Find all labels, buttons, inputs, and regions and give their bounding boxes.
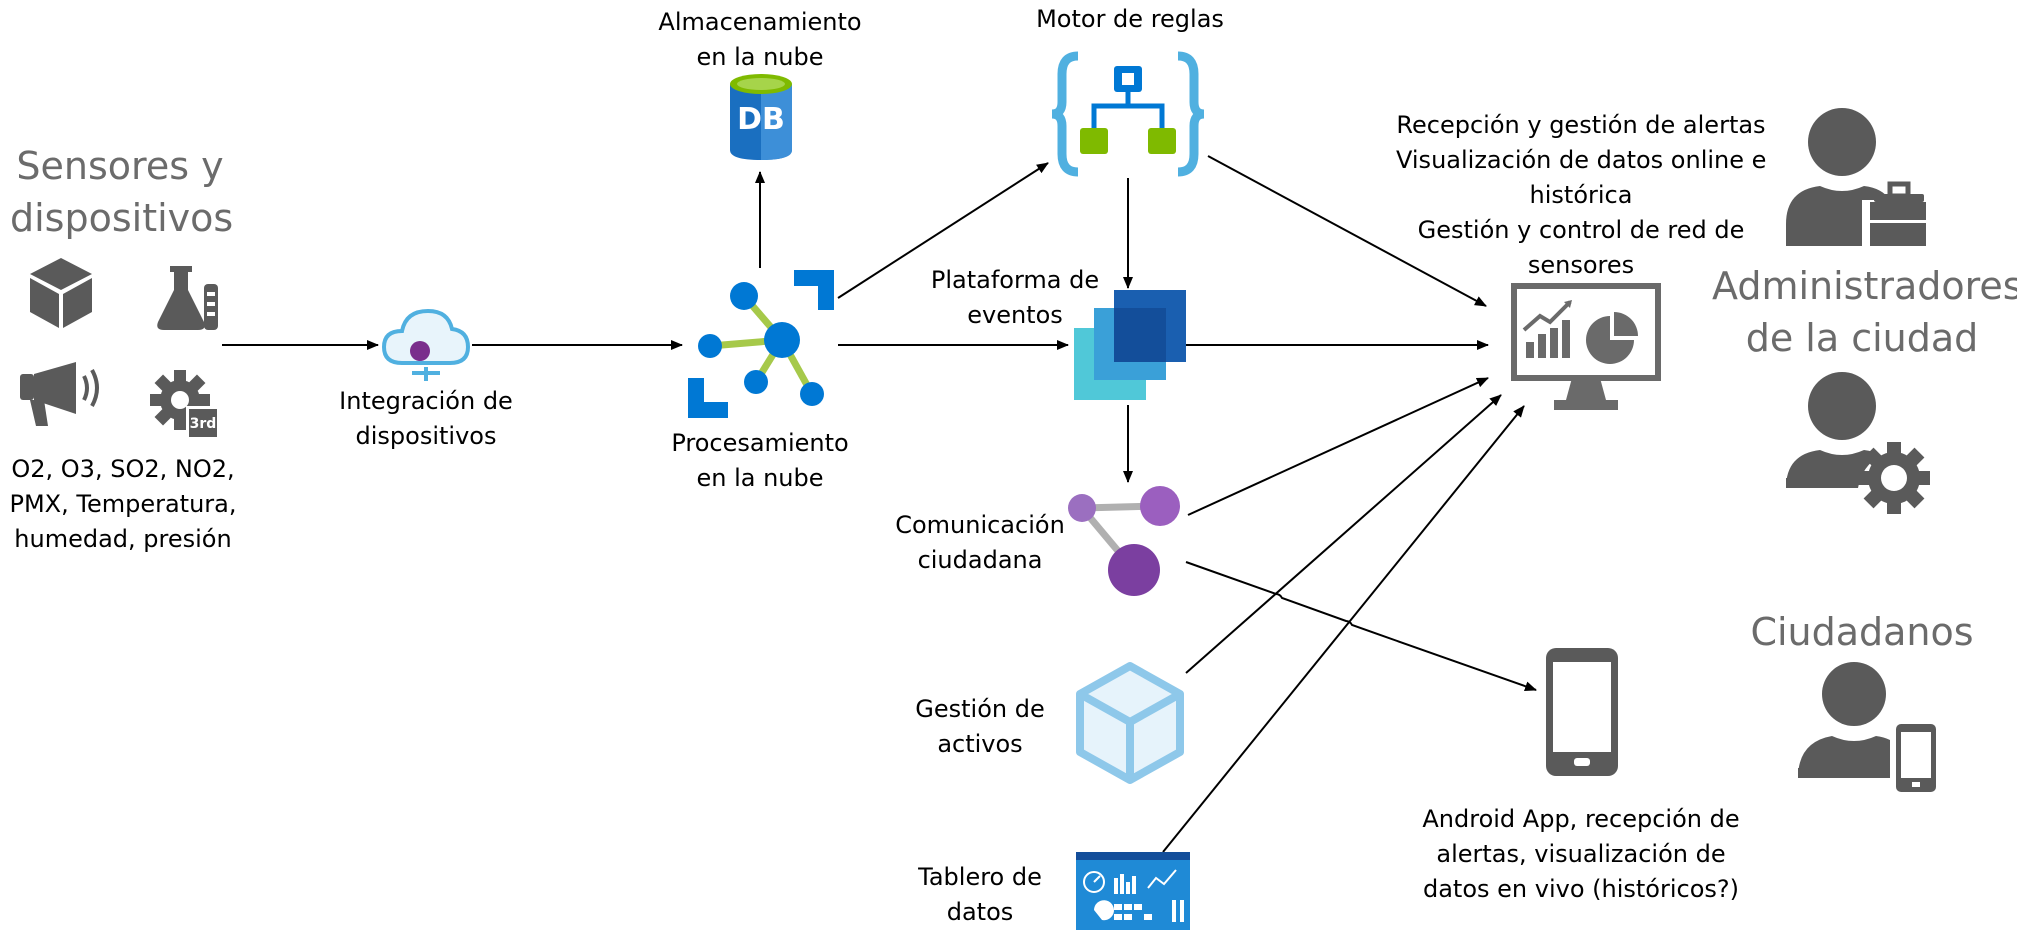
admin-briefcase-user-icon [1786, 108, 1926, 246]
db-icon-text: DB [737, 102, 785, 137]
asset-mgmt-line-1: Gestión de [915, 695, 1045, 723]
android-app-line-2: alertas, visualización de [1436, 840, 1726, 868]
citizens-title: Ciudadanos [1750, 610, 1974, 654]
megaphone-icon [20, 362, 99, 426]
admin-gear-user-icon [1786, 372, 1930, 514]
events-platform-line-1: Plataforma de [930, 266, 1100, 294]
device-integration-label: Integración de dispositivos [306, 384, 546, 454]
events-platform-line-2: eventos [967, 301, 1063, 329]
admin-features-line-3: histórica [1529, 181, 1633, 209]
citizen-phone-user-icon [1798, 662, 1936, 792]
device-integration-icon [381, 308, 471, 381]
arrow-comm-to-monitor [1187, 377, 1489, 516]
sensors-title: Sensores y dispositivos [10, 140, 234, 244]
cloud-processing-line-1: Procesamiento [671, 429, 849, 457]
admins-title-line-1: Administradores [1712, 264, 2017, 308]
analytics-monitor-icon [1511, 283, 1661, 410]
citizen-comm-icon [1068, 486, 1180, 596]
pollutants-line-2: PMX, Temperatura, [9, 490, 237, 518]
cloud-storage-label: Almacenamiento en la nube [640, 5, 880, 75]
asset-mgmt-line-2: activos [937, 730, 1023, 758]
android-app-line-3: datos en vivo (históricos?) [1422, 875, 1740, 903]
admins-title: Administradores de la ciudad [1712, 260, 2017, 364]
arrow-dashboard-to-monitor [1162, 405, 1525, 853]
admin-features-line-5: sensores [1527, 251, 1635, 279]
asset-mgmt-label: Gestión de activos [900, 692, 1060, 762]
citizen-comm-line-2: ciudadana [917, 546, 1043, 574]
database-icon [730, 74, 792, 160]
cloud-storage-line-2: en la nube [696, 43, 824, 71]
cloud-storage-line-1: Almacenamiento [658, 8, 862, 36]
cloud-processing-icon [688, 270, 834, 418]
sensors-title-line-1: Sensores y [16, 144, 224, 188]
smartphone-icon [1546, 648, 1618, 776]
third-party-badge: 3rd [189, 416, 217, 432]
admin-features-label: Recepción y gestión de alertas Visualiza… [1396, 108, 1766, 283]
device-integration-line-1: Integración de [339, 387, 513, 415]
admin-features-line-2: Visualización de datos online e [1396, 146, 1767, 174]
android-app-label: Android App, recepción de alertas, visua… [1406, 802, 1756, 907]
event-grid-icon [1074, 290, 1186, 400]
arrow-processing-to-rules [837, 162, 1049, 299]
arrow-assets-to-monitor [1185, 394, 1502, 674]
pollutants-line-1: O2, O3, SO2, NO2, [11, 455, 235, 483]
arrow-comm-to-phone [1185, 561, 1537, 692]
citizen-comm-label: Comunicación ciudadana [880, 508, 1080, 578]
cloud-processing-label: Procesamiento en la nube [640, 426, 880, 496]
third-party-gear-icon [150, 370, 218, 438]
lab-flask-icon [157, 266, 218, 330]
data-dashboard-line-2: datos [946, 898, 1014, 926]
data-dashboard-line-1: Tablero de [918, 863, 1042, 891]
cube-icon [30, 258, 92, 328]
cloud-processing-line-2: en la nube [696, 464, 824, 492]
rules-engine-label: Motor de reglas [1036, 5, 1224, 33]
android-app-line-1: Android App, recepción de [1422, 805, 1740, 833]
events-platform-label: Plataforma de eventos [930, 263, 1100, 333]
pollutants-label: O2, O3, SO2, NO2, PMX, Temperatura, hume… [0, 452, 246, 557]
sensors-title-line-2: dispositivos [10, 196, 234, 240]
dashboard-icon [1076, 852, 1190, 930]
device-integration-line-2: dispositivos [355, 422, 497, 450]
admin-features-line-4: Gestión y control de red de [1417, 216, 1745, 244]
citizen-comm-line-1: Comunicación [895, 511, 1065, 539]
rules-engine-icon [1051, 51, 1205, 177]
arrow-rules-to-monitor [1207, 155, 1487, 307]
asset-cube-icon [1076, 662, 1184, 784]
pollutants-line-3: humedad, presión [14, 525, 232, 553]
admins-title-line-2: de la ciudad [1745, 316, 1979, 360]
data-dashboard-label: Tablero de datos [900, 860, 1060, 930]
admin-features-line-1: Recepción y gestión de alertas [1396, 111, 1766, 139]
